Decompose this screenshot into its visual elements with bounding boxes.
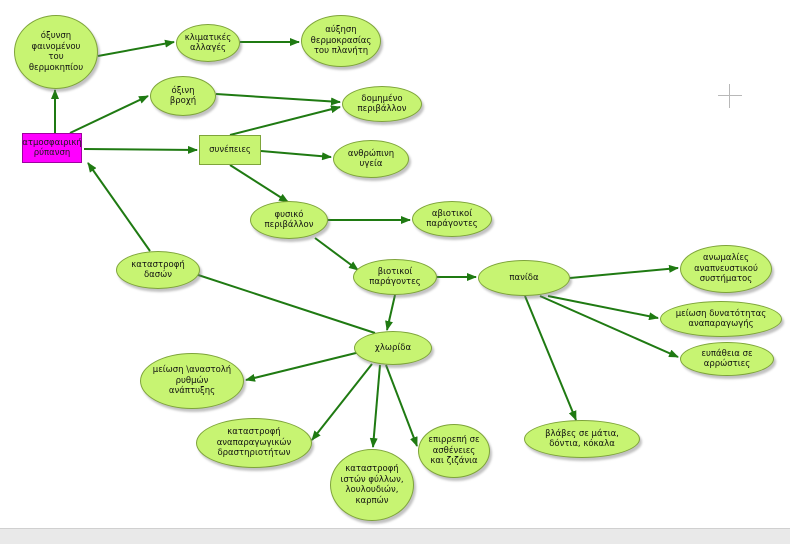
node-domimeno-perivallon[interactable]: δομημένο περιβάλλον [342, 86, 422, 122]
node-vlaves-matia[interactable]: βλάβες σε μάτια, δόντια, κόκαλα [524, 420, 640, 458]
arrow-panida-to-meiosi-dynatotitas [547, 295, 659, 321]
node-eypatheia[interactable]: ευπάθεια σε αρρώστιες [680, 342, 774, 376]
node-atmosfairiki-rypansi[interactable]: ατμοσφαιρική ρύπανση [22, 133, 82, 163]
node-epirrepi-astheneies[interactable]: επιρρεπή σε ασθένειες και ζιζάνια [418, 424, 490, 478]
arrow-synepeies-to-fysiko [229, 164, 289, 203]
arrow-katastrofi-dason-to-root [87, 162, 151, 252]
node-viotikoi-paragontes[interactable]: βιοτικοί παράγοντες [353, 259, 437, 295]
arrow-synepeies-to-domimeno [229, 105, 341, 136]
arrow-synepeies-to-anthropini [260, 150, 332, 161]
node-katastrofi-iston[interactable]: καταστροφή ιστών φύλλων, λουλουδιών, καρ… [330, 449, 414, 521]
node-meiosi-dynatotitas[interactable]: μείωση δυνατότητας αναπαραγωγής [660, 301, 782, 337]
arrow-chlorida-to-katastrofi-iston [369, 364, 381, 448]
node-katastrofi-anaparagogikon[interactable]: καταστροφή αναπαραγωγικών δραστηριοτήτων [196, 418, 312, 468]
arrow-root-to-synepeies [83, 145, 198, 154]
arrow-chlorida-to-meiosi-anastoli [245, 351, 361, 382]
node-anthropini-ygeia[interactable]: ανθρώπινη υγεία [333, 140, 409, 178]
node-chlorida[interactable]: χλωρίδα [354, 331, 432, 365]
arrow-chlorida-to-katastrofi-anaparagogikon [311, 363, 373, 441]
arrow-oxynsi-to-klimatikes [97, 39, 175, 57]
node-panida[interactable]: πανίδα [478, 260, 570, 296]
node-afxisi-thermokrasias[interactable]: αύξηση θερμοκρασίας του πλανήτη [301, 15, 381, 67]
arrow-panida-to-eypatheia [539, 295, 679, 358]
node-klimatikes-allages[interactable]: κλιματικές αλλαγές [176, 24, 240, 62]
arrow-oxini-vroxi-to-domimeno [215, 93, 341, 106]
arrow-panida-to-vlaves [524, 295, 577, 421]
arrow-chlorida-to-katastrofi-dason [185, 270, 376, 334]
node-oxynsi-fainomenou[interactable]: όξυνση φαινομένου του θερμοκηπίου [14, 15, 98, 89]
arrow-viotikoi-to-chlorida [385, 294, 396, 331]
arrow-root-to-oxini-vroxi [69, 95, 149, 134]
crosshair-cursor-icon [718, 84, 742, 108]
arrow-panida-to-anomalies [569, 264, 679, 279]
arrow-chlorida-to-epirrepi [385, 364, 418, 447]
node-fysiko-perivallon[interactable]: φυσικό περιβάλλον [250, 201, 328, 239]
arrow-fysiko-to-viotikoi [314, 237, 359, 271]
status-bar [0, 528, 790, 544]
node-katastrofi-dason[interactable]: καταστροφή δασών [116, 251, 200, 289]
node-meiosi-anastoli[interactable]: μείωση \αναστολή ρυθμών ανάπτυξης [140, 353, 244, 409]
node-aviotikoi-paragontes[interactable]: αβιοτικοί παράγοντες [412, 201, 492, 237]
node-synepeies[interactable]: συνέπειες [199, 135, 261, 165]
node-anomalies-anapneustikou[interactable]: ανωμαλίες αναπνευστικού συστήματος [680, 245, 772, 293]
node-oxini-vroxi[interactable]: όξινη βροχή [150, 76, 216, 116]
